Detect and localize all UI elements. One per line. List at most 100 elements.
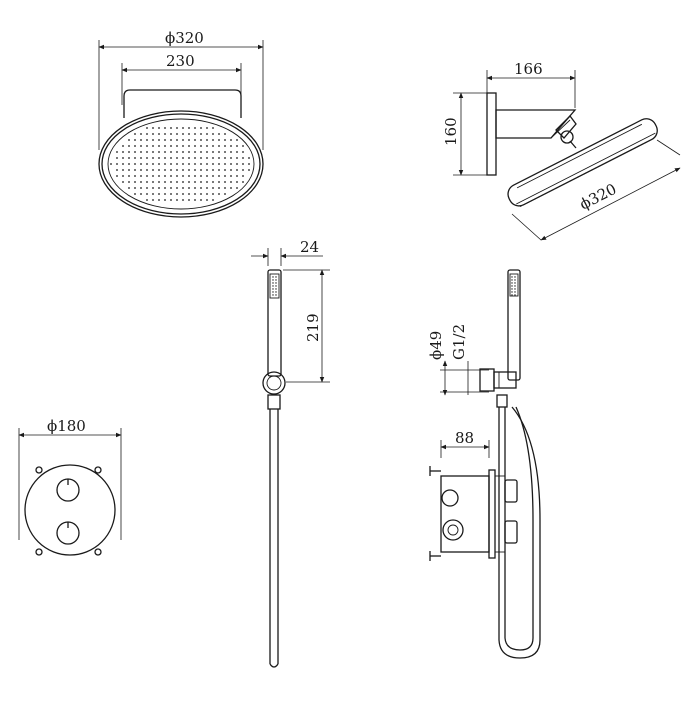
nozzle-dot [194,139,196,141]
nozzle-dot [194,151,196,153]
nozzle-dot [122,157,124,159]
nozzle-dot [182,193,184,195]
nozzle-dot [140,193,142,195]
nozzle-dot [188,127,190,129]
nozzle-dot [188,133,190,135]
nozzle-dot [200,151,202,153]
nozzle-dot [128,151,130,153]
nozzle-dot [110,163,112,165]
nozzle-dot [128,175,130,177]
nozzle-dot [514,285,516,287]
nozzle-dot [188,169,190,171]
nozzle-dot [140,151,142,153]
nozzle-dot [206,199,208,201]
handshower-nozzles [272,276,277,296]
nozzle-dot [140,175,142,177]
nozzle-dot [170,193,172,195]
nozzle-dot [188,157,190,159]
nozzle-dot [170,133,172,135]
nozzle-dot [146,151,148,153]
nozzle-dot [140,169,142,171]
nozzle-dot [170,163,172,165]
nozzle-dot [122,151,124,153]
nozzle-dot [514,288,516,290]
nozzle-dot [128,145,130,147]
nozzle-dot [236,175,238,177]
nozzle-dot [146,193,148,195]
nozzle-dot [218,169,220,171]
nozzle-dot [164,169,166,171]
nozzle-dot [212,175,214,177]
nozzle-dot [236,157,238,159]
nozzle-dot [146,157,148,159]
nozzle-dot [182,127,184,129]
nozzle-dot [275,282,277,284]
nozzle-dot [152,151,154,153]
nozzle-dot [164,151,166,153]
nozzle-dot [146,181,148,183]
nozzle-dot [218,175,220,177]
nozzle-dot [122,145,124,147]
nozzle-dot [164,175,166,177]
nozzle-dot [224,151,226,153]
nozzle-dot [242,175,244,177]
nozzle-dot [194,181,196,183]
shower-head-top-view: ϕ320 230 [98,29,264,218]
nozzle-dot [164,145,166,147]
nozzle-dot [514,276,516,278]
nozzle-dot [140,181,142,183]
nozzle-dot [206,139,208,141]
arm-length-label: 166 [514,60,543,78]
nozzle-dot [511,279,513,281]
nozzle-dot [206,151,208,153]
nozzle-dot [152,199,154,201]
nozzle-dot [176,151,178,153]
nozzle-dot [212,169,214,171]
nozzle-dot [170,145,172,147]
nozzle-dot [182,145,184,147]
nozzle-dot [188,139,190,141]
nozzle-dot [188,175,190,177]
nozzle-dot [236,139,238,141]
nozzle-dot [170,127,172,129]
nozzle-dot [272,276,274,278]
nozzle-dot [206,145,208,147]
nozzle-dot [176,187,178,189]
nozzle-dot [224,133,226,135]
nozzle-dot [158,193,160,195]
nozzle-dot [152,187,154,189]
nozzle-dot [212,133,214,135]
nozzle-dot [182,169,184,171]
nozzle-dot [194,193,196,195]
valve-diameter-label: ϕ180 [47,417,86,435]
nozzle-dot [230,163,232,165]
nozzle-dot [116,157,118,159]
nozzle-dot [212,145,214,147]
nozzle-dot [134,151,136,153]
nozzle-dot [218,181,220,183]
nozzle-dot [128,163,130,165]
nozzle-dot [218,145,220,147]
nozzle-dot [170,169,172,171]
nozzle-dot [176,193,178,195]
nozzle-dot [206,187,208,189]
nozzle-dot [176,157,178,159]
nozzle-dot [164,199,166,201]
nozzle-dot [182,187,184,189]
nozzle-dot [206,163,208,165]
nozzle-dot [152,193,154,195]
nozzle-dot [146,187,148,189]
nozzle-dot [194,157,196,159]
nozzle-dot [218,157,220,159]
nozzle-dot [134,139,136,141]
nozzle-dot [230,175,232,177]
nozzle-dot [170,175,172,177]
nozzle-dot [275,279,277,281]
nozzle-dot [200,133,202,135]
nozzle-dot [218,187,220,189]
nozzle-dot [236,169,238,171]
nozzle-dot [200,139,202,141]
nozzle-dot [158,157,160,159]
